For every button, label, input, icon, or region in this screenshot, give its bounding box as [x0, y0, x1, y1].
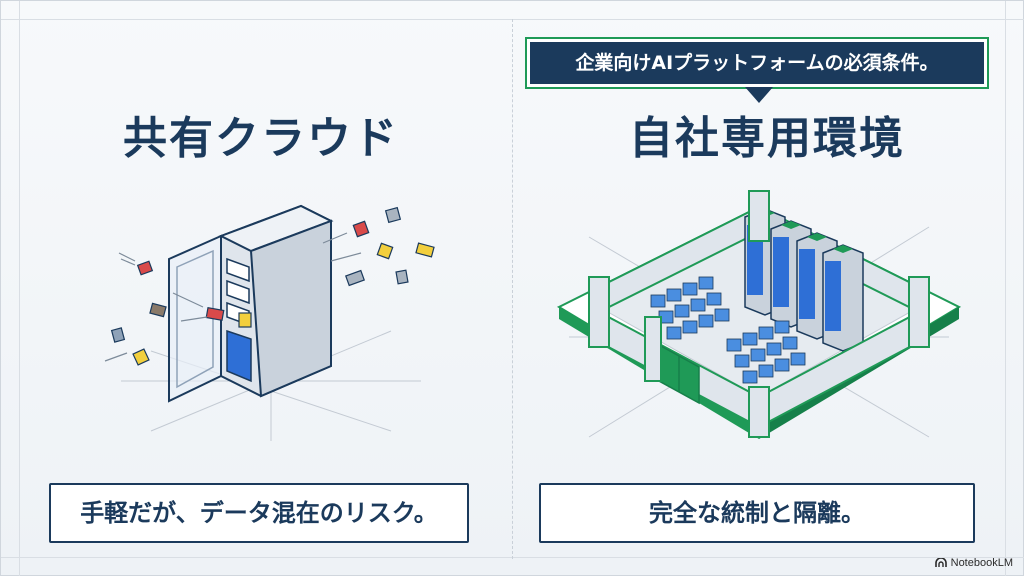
right-title: 自社専用環境 — [629, 113, 905, 164]
guide-line — [19, 1, 20, 576]
notebooklm-logo-icon — [934, 558, 947, 567]
shared-server-rack-icon — [104, 204, 435, 441]
guide-line — [1005, 1, 1006, 576]
header-callout: 企業向けAIプラットフォームの必須条件。 — [525, 37, 989, 89]
right-caption: 完全な統制と隔離。 — [539, 483, 975, 543]
header-callout-text: 企業向けAIプラットフォームの必須条件。 — [530, 42, 984, 84]
brand-label: NotebookLM — [950, 557, 1013, 569]
notebooklm-brand: NotebookLM — [934, 557, 1013, 569]
left-title: 共有クラウド — [123, 113, 399, 164]
left-caption: 手軽だが、データ混在のリスク。 — [49, 483, 469, 543]
walled-datacenter-icon — [556, 190, 962, 439]
center-divider — [512, 19, 513, 559]
callout-pointer — [745, 87, 773, 103]
